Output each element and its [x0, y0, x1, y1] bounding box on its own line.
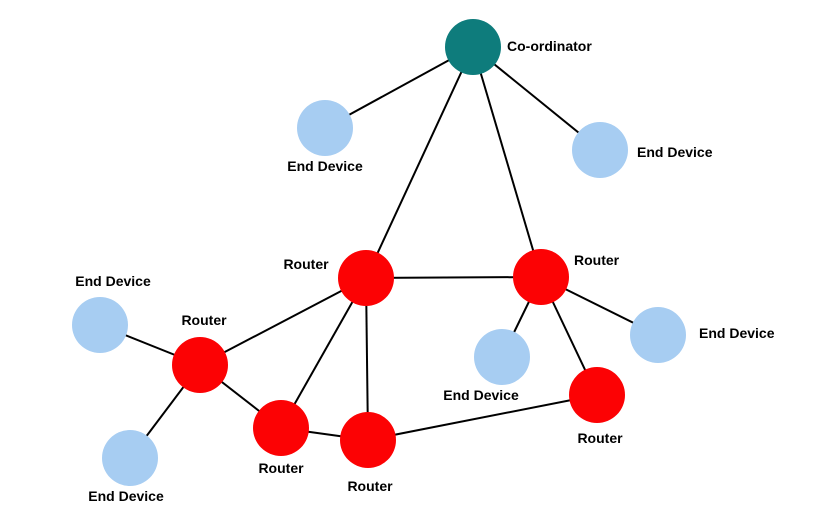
router-right-node: [513, 249, 569, 305]
edge-coordinator-router-right: [472, 46, 542, 278]
router-center-node: [338, 250, 394, 306]
edge-router-center-router-left: [199, 277, 367, 366]
router-b1-node: [253, 400, 309, 456]
end-device-2-node: [572, 122, 628, 178]
edge-router-center-router-right: [365, 276, 542, 279]
end-device-4-label: End Device: [88, 488, 164, 504]
end-device-4-node: [102, 430, 158, 486]
end-device-5-label: End Device: [443, 387, 519, 403]
router-r5-node: [569, 367, 625, 423]
end-device-6-node: [630, 307, 686, 363]
end-device-6-label: End Device: [699, 325, 775, 341]
router-b1-label: Router: [258, 460, 304, 476]
edge-router-center-router-b1: [280, 277, 367, 429]
end-device-3-label: End Device: [75, 273, 151, 289]
coordinator-label: Co-ordinator: [507, 38, 592, 54]
router-b2-node: [340, 412, 396, 468]
router-right-label: Router: [574, 252, 620, 268]
end-device-5-node: [474, 329, 530, 385]
edge-router-b2-router-r5: [367, 394, 598, 441]
router-left-label: Router: [181, 312, 227, 328]
end-device-1-label: End Device: [287, 158, 363, 174]
router-r5-label: Router: [577, 430, 623, 446]
edge-coordinator-end-device-1: [324, 46, 474, 129]
router-center-label: Router: [283, 256, 329, 272]
coordinator-node: [445, 19, 501, 75]
router-left-node: [172, 337, 228, 393]
end-device-2-label: End Device: [637, 144, 713, 160]
end-device-3-node: [72, 297, 128, 353]
edge-coordinator-router-center: [365, 46, 474, 279]
router-b2-label: Router: [347, 478, 393, 494]
end-device-1-node: [297, 100, 353, 156]
